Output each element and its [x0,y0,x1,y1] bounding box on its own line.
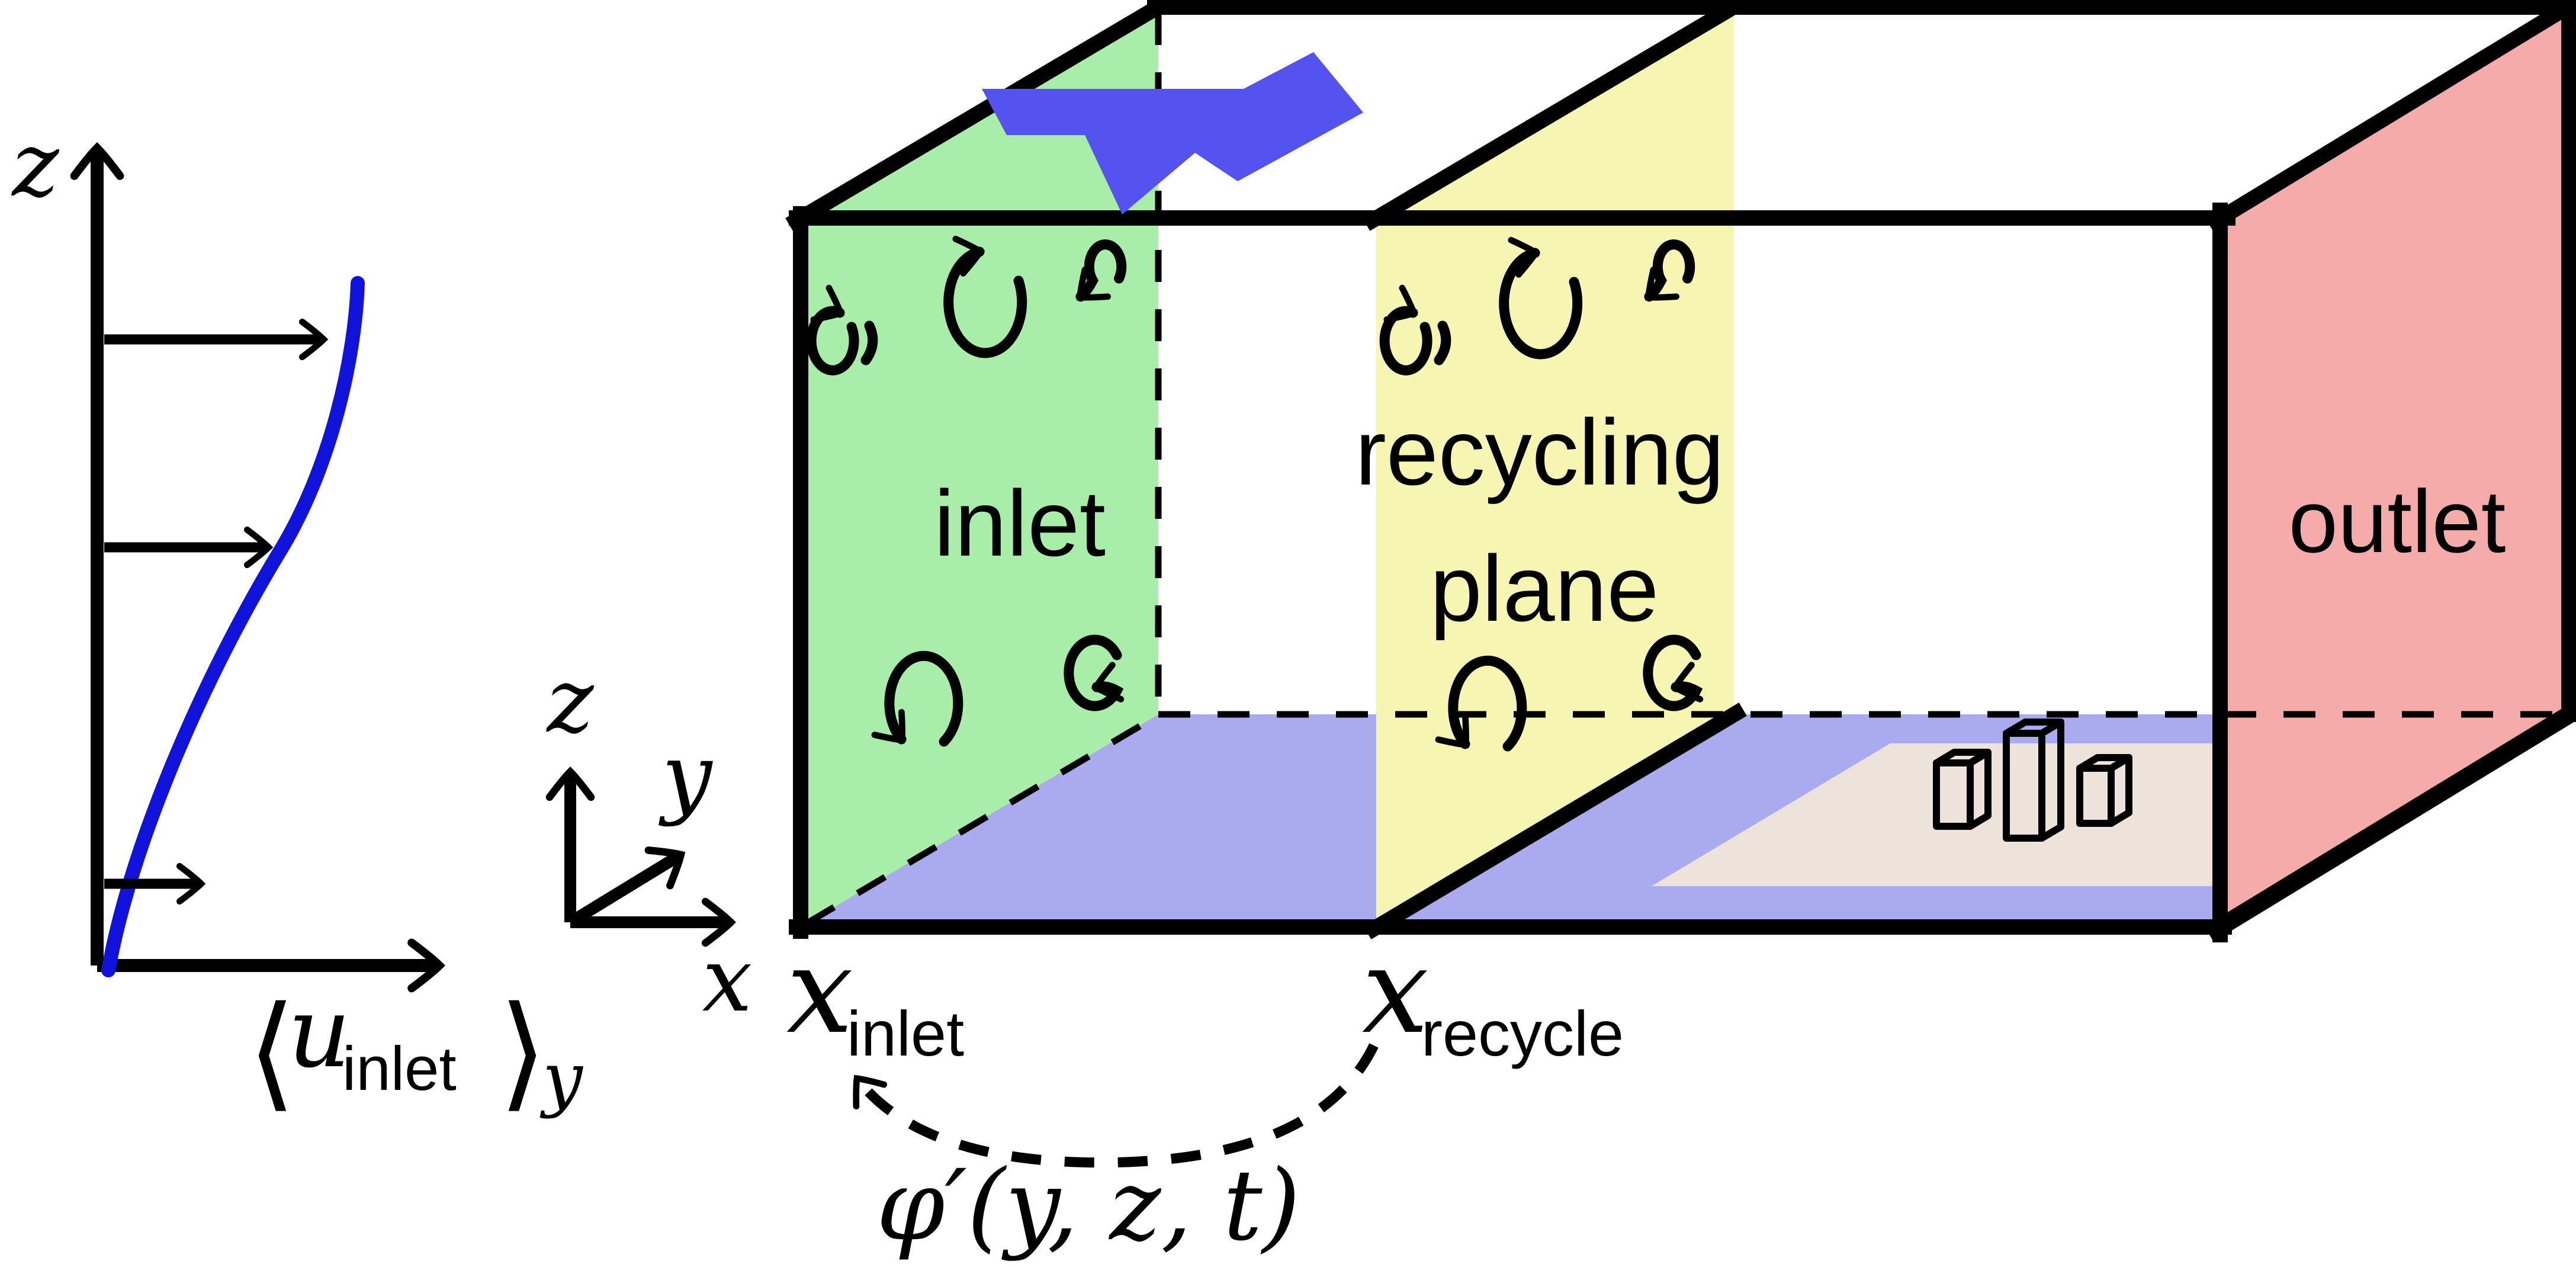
edge-recycle-top-diagonal [1362,0,1748,231]
edge-recycle-bottom-diagonal [1363,703,1747,939]
position-labels: x inlet x recycle φ′(y, z, t) [786,922,1624,1262]
building-icon [2076,754,2132,827]
domain-box: inlet recycling plane outlet [785,0,2576,942]
outlet-label: outlet [2289,471,2506,571]
x-recycle-label-sub: recycle [1421,997,1624,1069]
label-bracket-open: ⟨ [248,979,296,1124]
profile-z-label: z [11,114,59,217]
axis-y [567,846,686,928]
velocity-vectors [104,318,329,905]
hidden-edges [805,13,2564,926]
velocity-profile-curve [101,276,365,977]
inlet-velocity-profile: z ⟨ u inlet ⟩ y [11,114,584,1124]
axis-x-label: x [702,929,753,1032]
x-inlet-label-base: x [786,922,853,1060]
mean-inlet-velocity-label: ⟨ u inlet ⟩ y [248,976,584,1124]
edge-bottom-right-diagonal [2204,700,2576,942]
recycle-plane [1376,7,1734,927]
flow-arrow-icon [982,52,1363,214]
axis-z-label: z [545,650,594,753]
coordinate-axes: z y x [545,650,752,1032]
x-recycle-label-base: x [1362,922,1429,1060]
label-u: u [288,976,351,1089]
fluctuation-label: φ′(y, z, t) [876,1149,1300,1262]
label-bracket-close: ⟩ [499,979,547,1124]
box-edges [785,0,2576,942]
edge-inlet-floor-dashed [805,714,1157,926]
building-icon [1933,749,1992,830]
axis-y-label: y [659,725,714,828]
recycle-feedback-arrow [853,1043,1379,1168]
recycling-label-line1: recycling [1355,400,1724,505]
buildings [1933,718,2132,842]
edge-top-left-diagonal [785,0,1173,232]
x-inlet-label-sub: inlet [847,997,964,1069]
outlet-plane [2220,7,2569,927]
edge-top-right-diagonal [2205,0,2576,232]
building-icon [2003,718,2064,842]
recycling-label-line2: plane [1430,537,1659,641]
label-u-sub: inlet [342,1034,457,1104]
label-avg-sub: y [539,1038,584,1120]
inlet-label: inlet [934,471,1106,576]
